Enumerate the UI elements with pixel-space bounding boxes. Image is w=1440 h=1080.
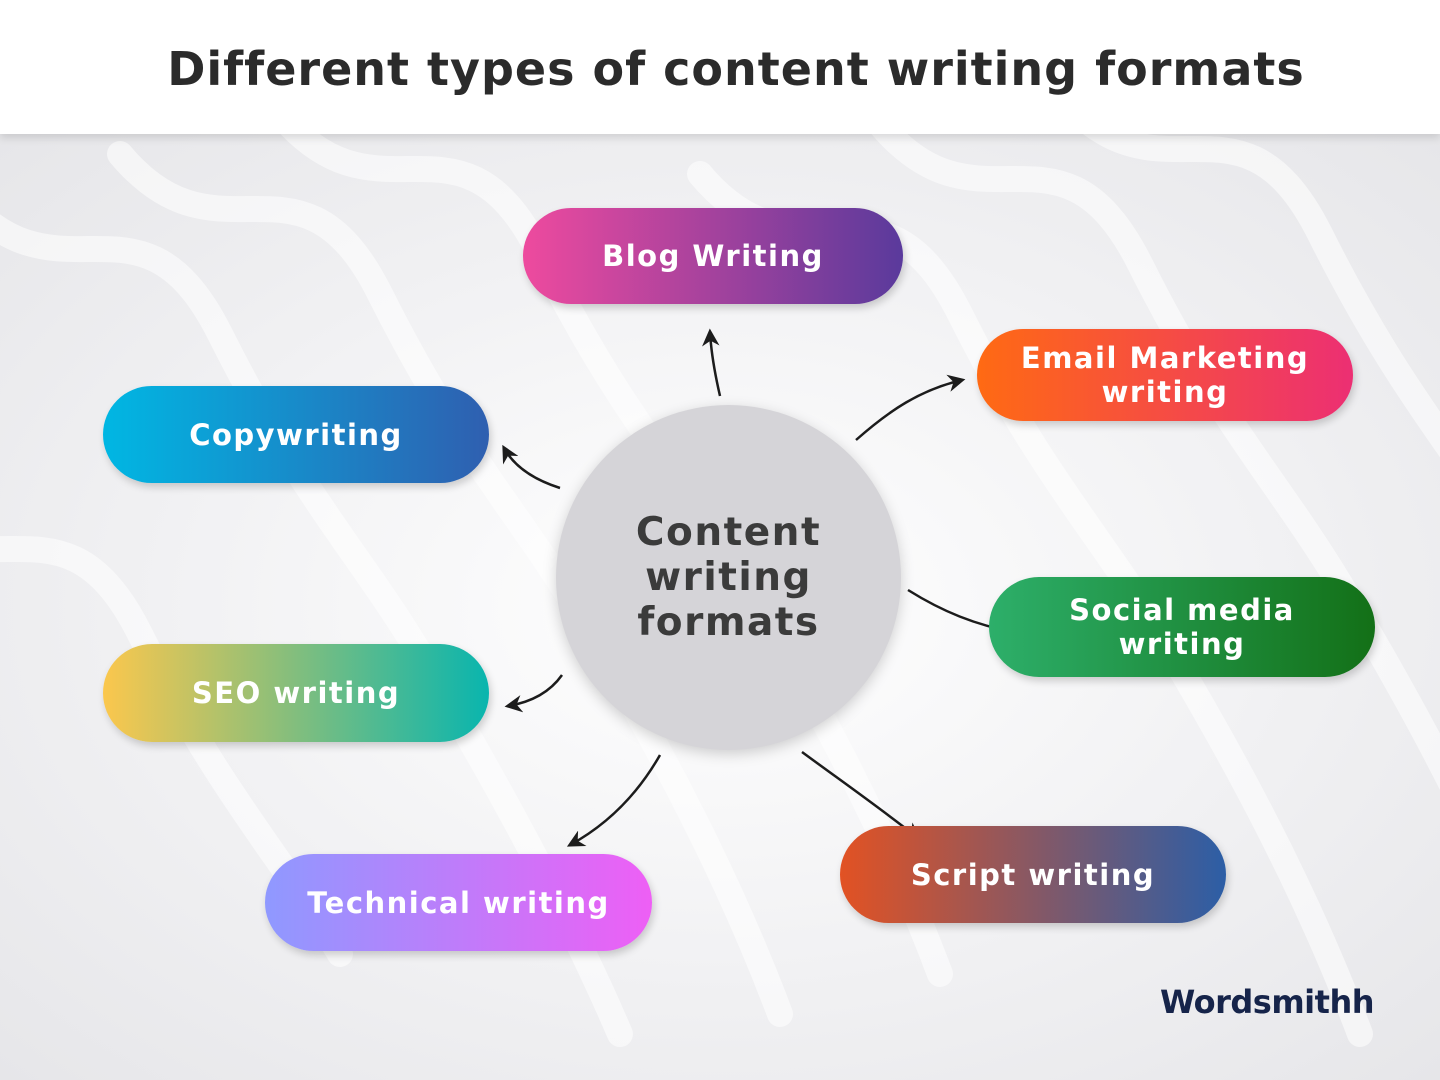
node-label: Email Marketing writing (1020, 341, 1310, 409)
node-label: Technical writing (307, 885, 610, 920)
arrow-to-email (855, 374, 966, 441)
arrow-to-copy (502, 444, 561, 490)
node-technical-writing: Technical writing (265, 854, 652, 951)
center-node: Content writing formats (556, 405, 901, 750)
node-label: Script writing (910, 857, 1156, 892)
node-seo-writing: SEO writing (103, 644, 489, 742)
node-label: Copywriting (189, 417, 403, 452)
page-title: Different types of content writing forma… (167, 42, 1305, 96)
node-label: Social media writing (1069, 593, 1295, 661)
node-copywriting: Copywriting (103, 386, 489, 483)
node-email-marketing: Email Marketing writing (977, 329, 1353, 421)
arrow-to-technical (566, 754, 662, 847)
node-blog-writing: Blog Writing (523, 208, 903, 304)
node-label: Blog Writing (602, 239, 824, 273)
brand-logo: Wordsmithh (1159, 983, 1375, 1021)
header: Different types of content writing forma… (0, 0, 1440, 134)
arrow-to-blog (702, 328, 722, 397)
node-social-media: Social media writing (989, 577, 1375, 677)
arrow-to-seo (504, 674, 564, 713)
center-label: Content writing formats (635, 510, 822, 645)
node-label: SEO writing (191, 676, 401, 710)
node-script-writing: Script writing (840, 826, 1226, 923)
